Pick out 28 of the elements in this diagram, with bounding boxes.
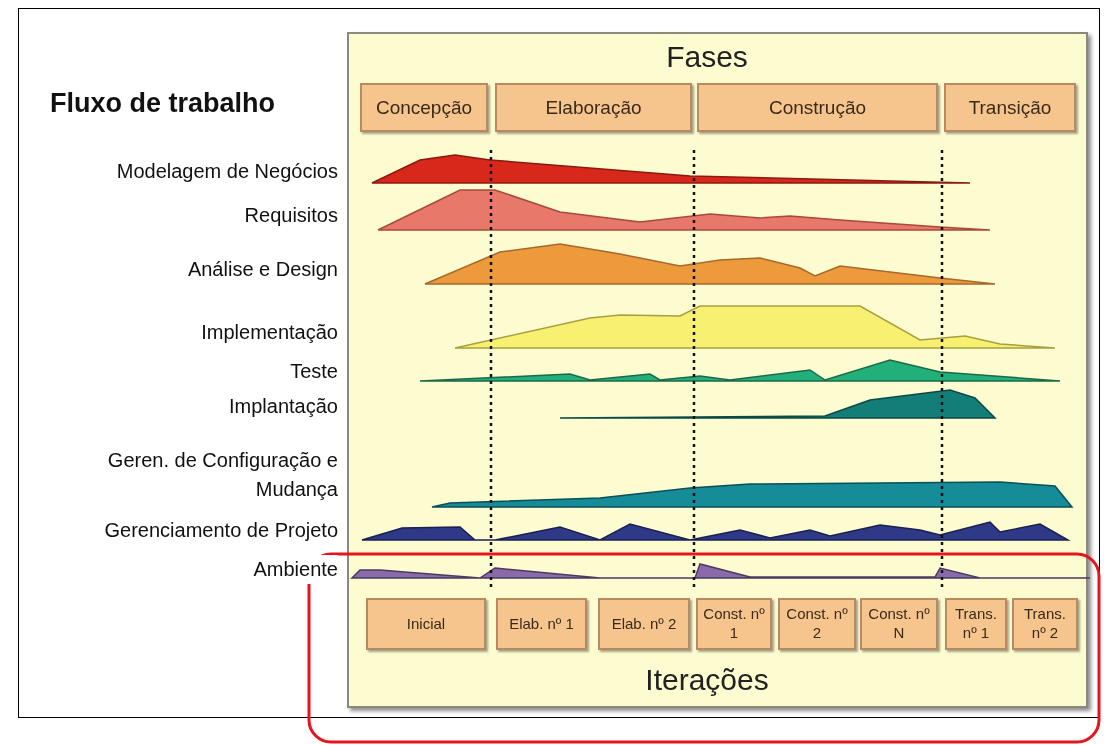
iteration-label: Const. nº 1 xyxy=(702,605,766,643)
iteration-label: Inicial xyxy=(406,614,446,634)
phase-box xyxy=(360,83,488,132)
iteration-box xyxy=(1012,598,1078,650)
phase-box xyxy=(697,83,938,132)
iteration-box xyxy=(696,598,772,650)
phase-label: Elaboração xyxy=(545,95,642,120)
iteration-label: Elab. nº 2 xyxy=(611,614,677,634)
iteration-label: Elab. nº 1 xyxy=(509,614,574,634)
iteration-label: Const. nº 2 xyxy=(785,605,849,643)
iteration-label: Trans. nº 1 xyxy=(954,605,998,643)
phase-box xyxy=(495,83,692,132)
axis-heading: Iterações xyxy=(644,665,770,695)
phase-label: Transição xyxy=(968,95,1052,120)
iteration-box xyxy=(366,598,486,650)
workflow-label: Ambiente xyxy=(253,554,338,584)
iteration-box xyxy=(496,598,587,650)
iteration-box xyxy=(778,598,856,650)
iteration-box xyxy=(598,598,690,650)
axis-heading: Fases xyxy=(665,42,749,72)
workflow-heading: Fluxo de trabalho xyxy=(50,90,276,117)
iteration-label: Const. nº N xyxy=(867,605,931,643)
phase-label: Concepção xyxy=(375,95,473,120)
phase-box xyxy=(944,83,1076,132)
phase-label: Construção xyxy=(768,95,867,120)
iteration-box xyxy=(860,598,938,650)
iteration-box xyxy=(945,598,1007,650)
iteration-label: Trans. nº 2 xyxy=(1023,605,1067,643)
